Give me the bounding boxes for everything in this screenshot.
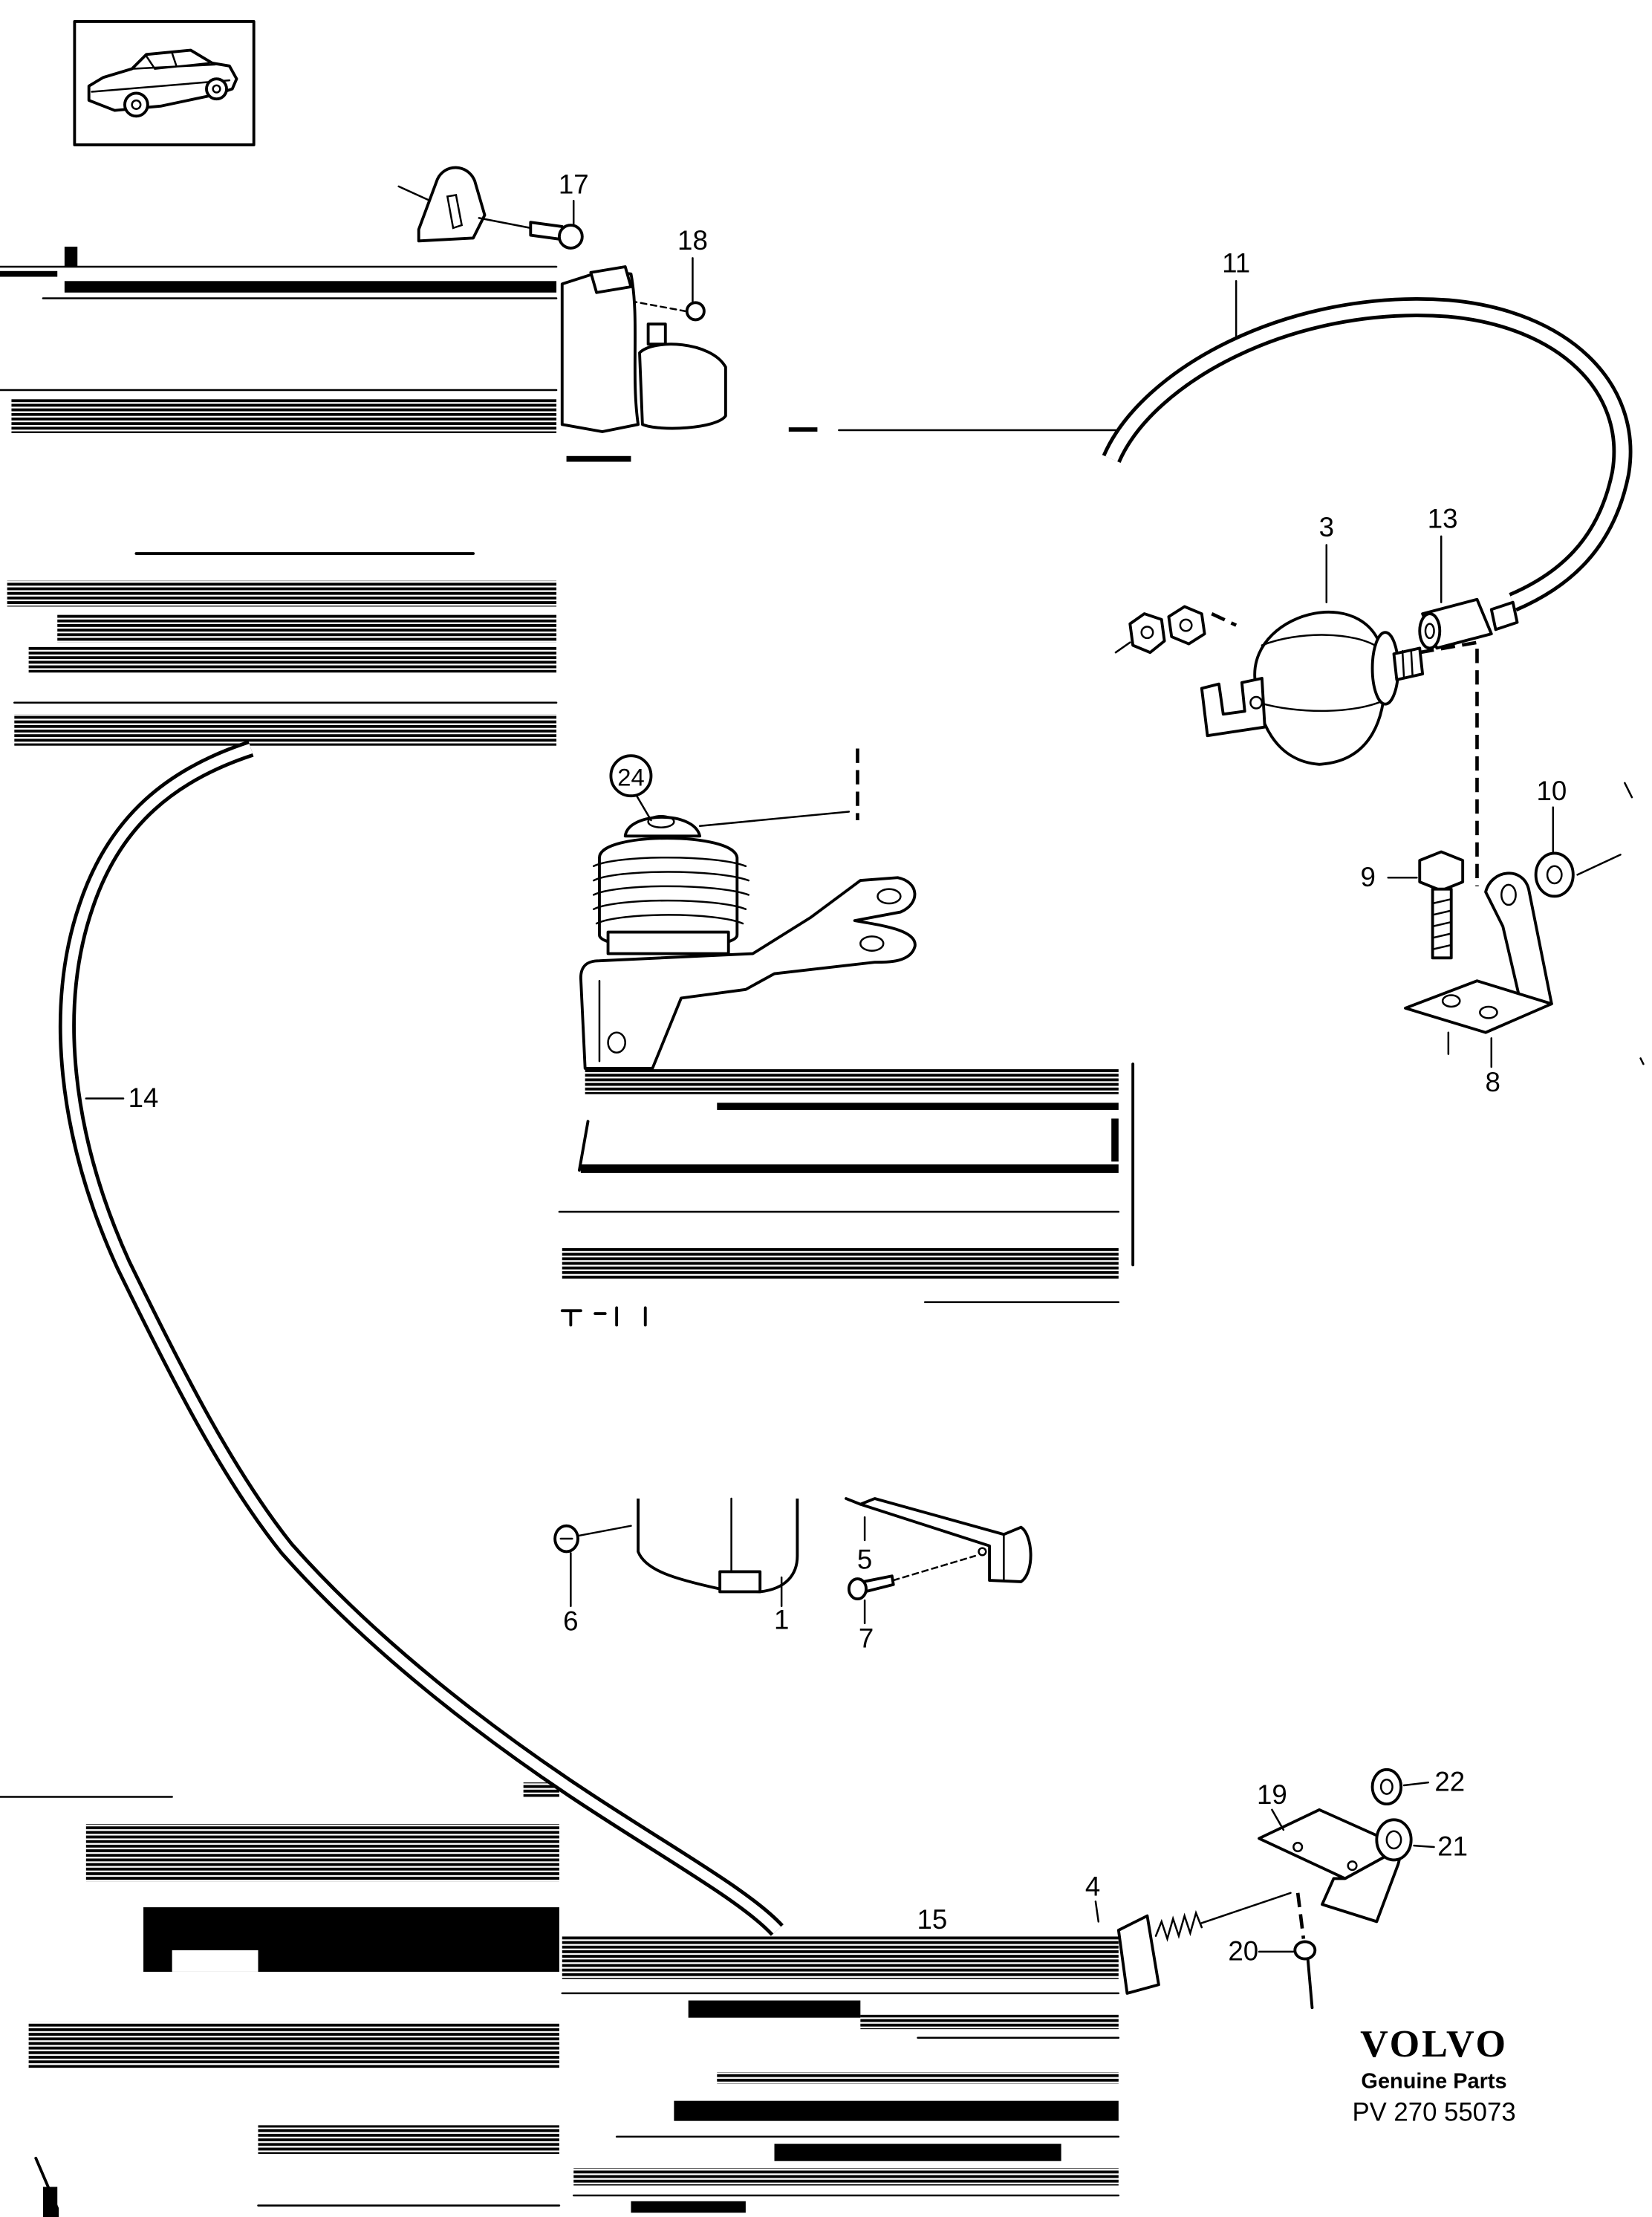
brand-tagline: Genuine Parts: [1361, 2069, 1506, 2093]
callout-9: 9: [1361, 862, 1376, 892]
callout-24-circle: [609, 754, 653, 798]
part-6-screw: [553, 1524, 632, 1608]
part-20-rivet: [1258, 1892, 1317, 2010]
scan-artifact-mid-left: [7, 552, 558, 746]
part-7-screw: [847, 1554, 977, 1625]
callout-1: 1: [774, 1605, 789, 1635]
part-18-screw: [630, 257, 706, 322]
motor-housing: [560, 265, 1117, 433]
assembly-dashed-line: [1419, 640, 1479, 886]
part-5-bracket: [845, 1497, 1032, 1583]
callout-7: 7: [859, 1623, 874, 1654]
callout-21: 21: [1437, 1831, 1468, 1862]
callout-18: 18: [677, 225, 708, 256]
callout-24: 24: [617, 764, 644, 791]
part-1-control-unit: [637, 1497, 799, 1608]
callout-3: 3: [1319, 512, 1334, 542]
scan-artifact-middle: [558, 1062, 1135, 1327]
callout-15: 15: [917, 1904, 947, 1935]
brand-block: VOLVO Genuine Parts PV 270 55073: [1352, 2023, 1515, 2127]
part-13-connector: [1418, 535, 1519, 650]
car-icon: [87, 48, 238, 118]
part-3-vacuum-servo: [1253, 544, 1425, 766]
callout-4: 4: [1085, 1872, 1100, 1902]
callout-22: 22: [1434, 1767, 1465, 1797]
callout-14: 14: [129, 1082, 159, 1113]
diagram-part-number: PV 270 55073: [1352, 2099, 1515, 2127]
callout-17: 17: [559, 169, 589, 200]
part-11-hose: [1102, 280, 1633, 612]
part-21-nut: [1375, 1818, 1435, 1862]
callout-8: 8: [1486, 1067, 1500, 1097]
thumbnail-frame: [73, 20, 256, 146]
servo-u-bracket: [1200, 677, 1266, 738]
part-8-bracket: [1404, 871, 1645, 1068]
callout-5: 5: [857, 1545, 872, 1575]
part-17-bracket-bolt: [397, 166, 584, 250]
part-14-hose: [58, 740, 784, 1936]
scan-artifact-top-left: [0, 246, 818, 462]
callout-20: 20: [1228, 1936, 1258, 1967]
callout-11: 11: [1222, 248, 1250, 279]
part-10-nut: [1534, 782, 1633, 898]
part-19-cable-bracket: [1258, 1808, 1405, 1924]
callout-13: 13: [1428, 503, 1458, 533]
servo-mounting-nuts: [1114, 605, 1238, 655]
scan-artifact-bottom-left: [0, 1782, 561, 2217]
callout-10: 10: [1536, 776, 1567, 806]
callout-19: 19: [1257, 1779, 1287, 1810]
part-24-actuator: [579, 748, 917, 1070]
callout-6: 6: [563, 1606, 578, 1637]
part-9-bolt: [1387, 850, 1465, 960]
vehicle-thumbnail: [73, 20, 256, 146]
part-22-washer: [1370, 1768, 1430, 1806]
volvo-logo: VOLVO: [1360, 2023, 1508, 2065]
part-4-cable-spring: [1094, 1892, 1292, 1995]
scan-artifact-bottom-middle: [561, 1935, 1120, 2213]
